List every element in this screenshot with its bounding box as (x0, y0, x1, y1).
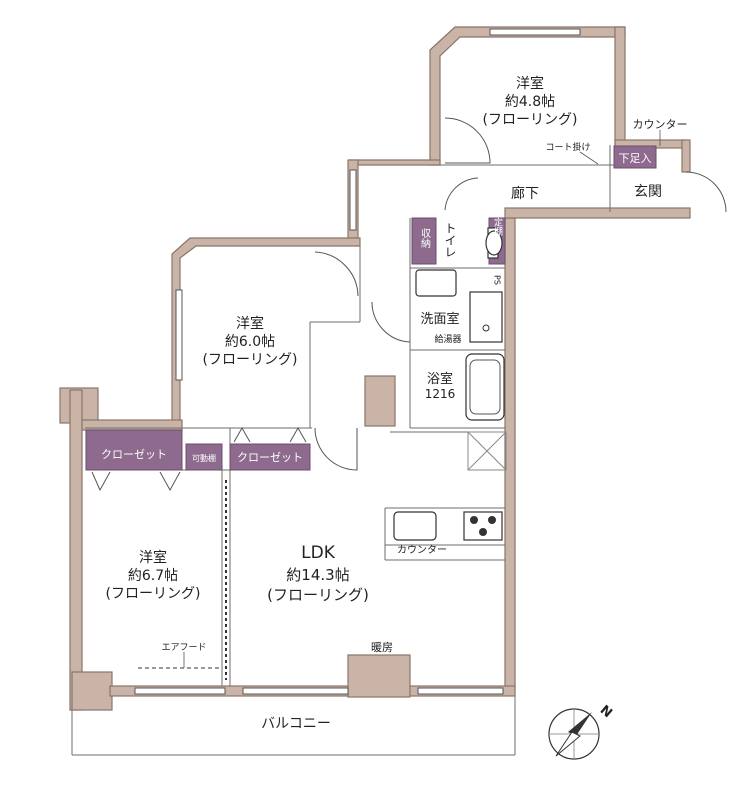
mid-room-name: 洋室 (236, 315, 264, 332)
north-room-size: 約4.8帖 (505, 94, 555, 110)
counter-kitchen-label: カウンター (397, 544, 447, 556)
mid-room-size: 約6.0帖 (225, 334, 275, 350)
ps-label: PS (493, 275, 502, 285)
closet-right (229, 443, 311, 471)
interior-walls (71, 145, 615, 756)
ldk-size: 約14.3帖 (286, 566, 349, 584)
closet-right-label: クローゼット (237, 451, 303, 464)
closet-left-label: クローゼット (101, 448, 167, 461)
west-room-name: 洋室 (139, 549, 167, 566)
west-room-size: 約6.7帖 (128, 568, 178, 584)
corridor-label: 廊下 (511, 185, 539, 202)
door-swings (314, 117, 727, 471)
exterior-walls (59, 26, 691, 711)
annotations: カウンター カウンター 下足入 コート掛け 収納 固定棚 PS 給湯器 クローゼ… (101, 118, 688, 668)
washbasin (415, 269, 457, 297)
movable-shelf (185, 443, 223, 471)
balcony-label: バルコニー (261, 716, 331, 732)
entrance-label: 玄関 (634, 183, 662, 200)
ldk-floor: (フローリング) (267, 586, 369, 604)
bathroom-label: 浴室 (427, 371, 453, 387)
toilet-label: トイレ (443, 222, 457, 258)
storage (411, 217, 437, 265)
coat-hanger-label: コート掛け (545, 141, 590, 153)
west-room-floor: (フローリング) (106, 586, 201, 602)
north-room-floor: (フローリング) (483, 112, 578, 128)
movable-shelf-label: 可動棚 (192, 453, 216, 463)
windows (134, 28, 581, 695)
toilet-bowl (485, 230, 503, 256)
water-heater-label: 給湯器 (434, 333, 461, 345)
washing-machine-pan (469, 291, 503, 343)
heater-label: 暖房 (371, 641, 393, 654)
compass-north-label: N (597, 703, 615, 721)
shoe-box-label: 下足入 (619, 152, 652, 165)
mid-room-floor: (フローリング) (203, 352, 298, 368)
ldk-name: LDK (301, 543, 336, 563)
bathroom-size: 1216 (425, 387, 456, 401)
north-room-name: 洋室 (516, 75, 544, 92)
air-hood-label: エアフード (161, 643, 206, 653)
bathtub (465, 353, 505, 421)
closet-left (85, 429, 183, 471)
kitchen-sink (393, 511, 437, 541)
fixtures (138, 227, 505, 680)
closet-doors (91, 426, 307, 492)
compass: N (548, 703, 615, 760)
fixed-shelf-label: 固定棚 (492, 208, 503, 236)
shoe-box (613, 145, 657, 169)
washroom-label: 洗面室 (420, 311, 459, 327)
room-labels: 洋室 約4.8帖 (フローリング) 洋室 約6.0帖 (フローリング) 洋室 約… (106, 75, 662, 732)
counter-entrance-label: カウンター (633, 118, 688, 131)
storage-label: 収納 (419, 228, 431, 249)
